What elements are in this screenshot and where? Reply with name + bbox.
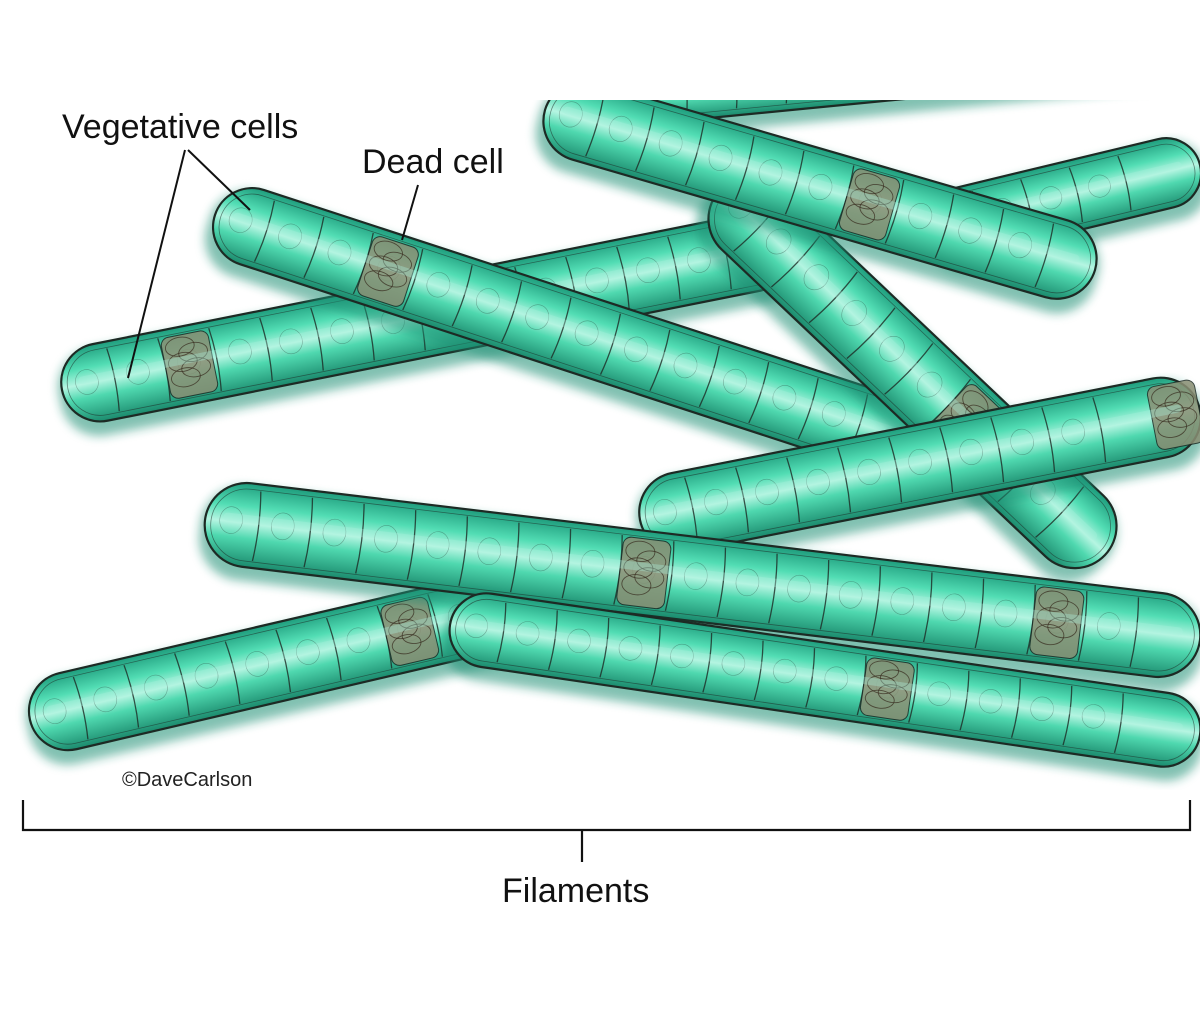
copyright-credit: ©DaveCarlson [122,769,252,792]
dead-cell-label: Dead cell [362,143,504,182]
dead-cell-leader-line [402,185,418,240]
vegetative-cells-label: Vegetative cells [62,108,298,147]
vegetative-leader-line-2 [188,150,250,210]
filaments-label: Filaments [502,872,649,911]
